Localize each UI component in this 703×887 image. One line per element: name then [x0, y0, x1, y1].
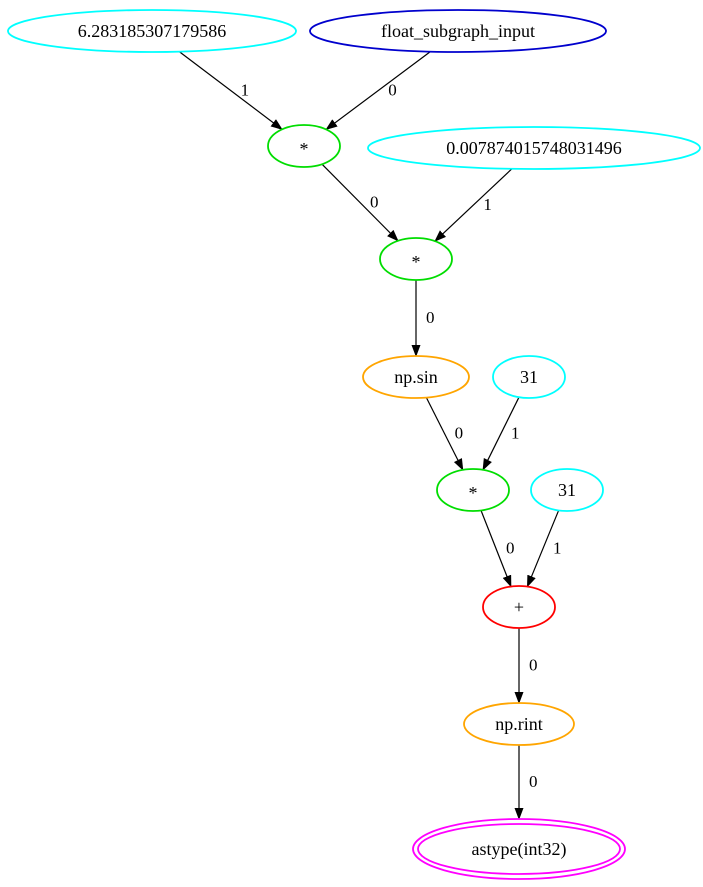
node-op-np-rint-ellipse	[463, 702, 575, 746]
edge-np_sin-mul3	[425, 397, 464, 471]
edge-label-const_freq-mul2: 1	[483, 195, 492, 214]
node-op-multiply-3-label: *	[469, 483, 478, 503]
edge-label-add-np_rint: 0	[529, 656, 538, 675]
edge-label-const_31b-add: 1	[553, 539, 562, 558]
edge-const_31b-add	[526, 510, 560, 588]
node-op-multiply-1-ellipse	[267, 124, 341, 168]
edge-label-const_31a-mul3: 1	[511, 424, 520, 443]
node-output-astype-int32-inner-ellipse	[417, 823, 621, 875]
edge-mul3-add	[480, 510, 512, 588]
node-op-multiply-2-label: *	[412, 252, 421, 272]
edge-const_31a-mul3	[482, 396, 520, 471]
node-op-multiply-1: *	[267, 124, 341, 168]
node-op-np-rint-label: np.rint	[495, 714, 543, 734]
node-const-0-007874015748031496-label: 0.007874015748031496	[446, 138, 622, 158]
node-const-0-007874015748031496-ellipse	[367, 126, 701, 170]
node-const-6-283185307179586: 6.283185307179586	[7, 9, 297, 53]
node-const-0-007874015748031496: 0.007874015748031496	[367, 126, 701, 170]
edges-layer: 1 0 0 1 0 0 1 0 1 0 0	[178, 51, 562, 820]
edge-label-np_sin-mul3: 0	[455, 424, 464, 443]
node-op-add-label: +	[514, 597, 524, 617]
edge-label-mul2-np_sin: 0	[426, 308, 435, 327]
node-const-31-b-ellipse	[530, 468, 604, 512]
node-input-float-subgraph-input: float_subgraph_input	[309, 9, 607, 53]
node-const-6-283185307179586-label: 6.283185307179586	[78, 21, 227, 41]
node-op-multiply-3: *	[436, 468, 510, 512]
edge-label-mul3-add: 0	[506, 539, 515, 558]
node-const-31-a-label: 31	[520, 367, 538, 387]
node-op-multiply-1-label: *	[300, 139, 309, 159]
node-output-astype-int32-label: astype(int32)	[472, 839, 567, 860]
node-output-astype-int32: astype(int32)	[412, 818, 626, 880]
edge-label-const_tau-mul1: 1	[241, 80, 250, 99]
node-op-np-sin-label: np.sin	[394, 367, 438, 387]
node-op-add-ellipse	[482, 585, 556, 629]
node-const-6-283185307179586-ellipse	[7, 9, 297, 53]
edge-mul1-mul2	[321, 163, 399, 242]
edge-input_float-mul1	[325, 51, 431, 131]
edge-const_tau-mul1	[178, 51, 283, 130]
node-input-float-subgraph-input-ellipse	[309, 9, 607, 53]
node-op-multiply-2: *	[379, 237, 453, 281]
node-op-np-sin: np.sin	[362, 355, 470, 399]
edge-const_freq-mul2	[434, 168, 513, 242]
node-op-multiply-3-ellipse	[436, 468, 510, 512]
node-const-31-a-ellipse	[492, 355, 566, 399]
node-output-astype-int32-ellipse	[412, 818, 626, 880]
node-op-add: +	[482, 585, 556, 629]
node-op-np-sin-ellipse	[362, 355, 470, 399]
edge-label-mul1-mul2: 0	[370, 193, 379, 212]
edge-label-np_rint-astype: 0	[529, 772, 538, 791]
node-const-31-a: 31	[492, 355, 566, 399]
node-op-np-rint: np.rint	[463, 702, 575, 746]
node-op-multiply-2-ellipse	[379, 237, 453, 281]
node-const-31-b-label: 31	[558, 480, 576, 500]
node-const-31-b: 31	[530, 468, 604, 512]
edge-label-input_float-mul1: 0	[388, 81, 397, 100]
nodes-layer: 6.283185307179586 float_subgraph_input * 0.…	[7, 9, 701, 880]
node-input-float-subgraph-input-label: float_subgraph_input	[381, 21, 535, 41]
